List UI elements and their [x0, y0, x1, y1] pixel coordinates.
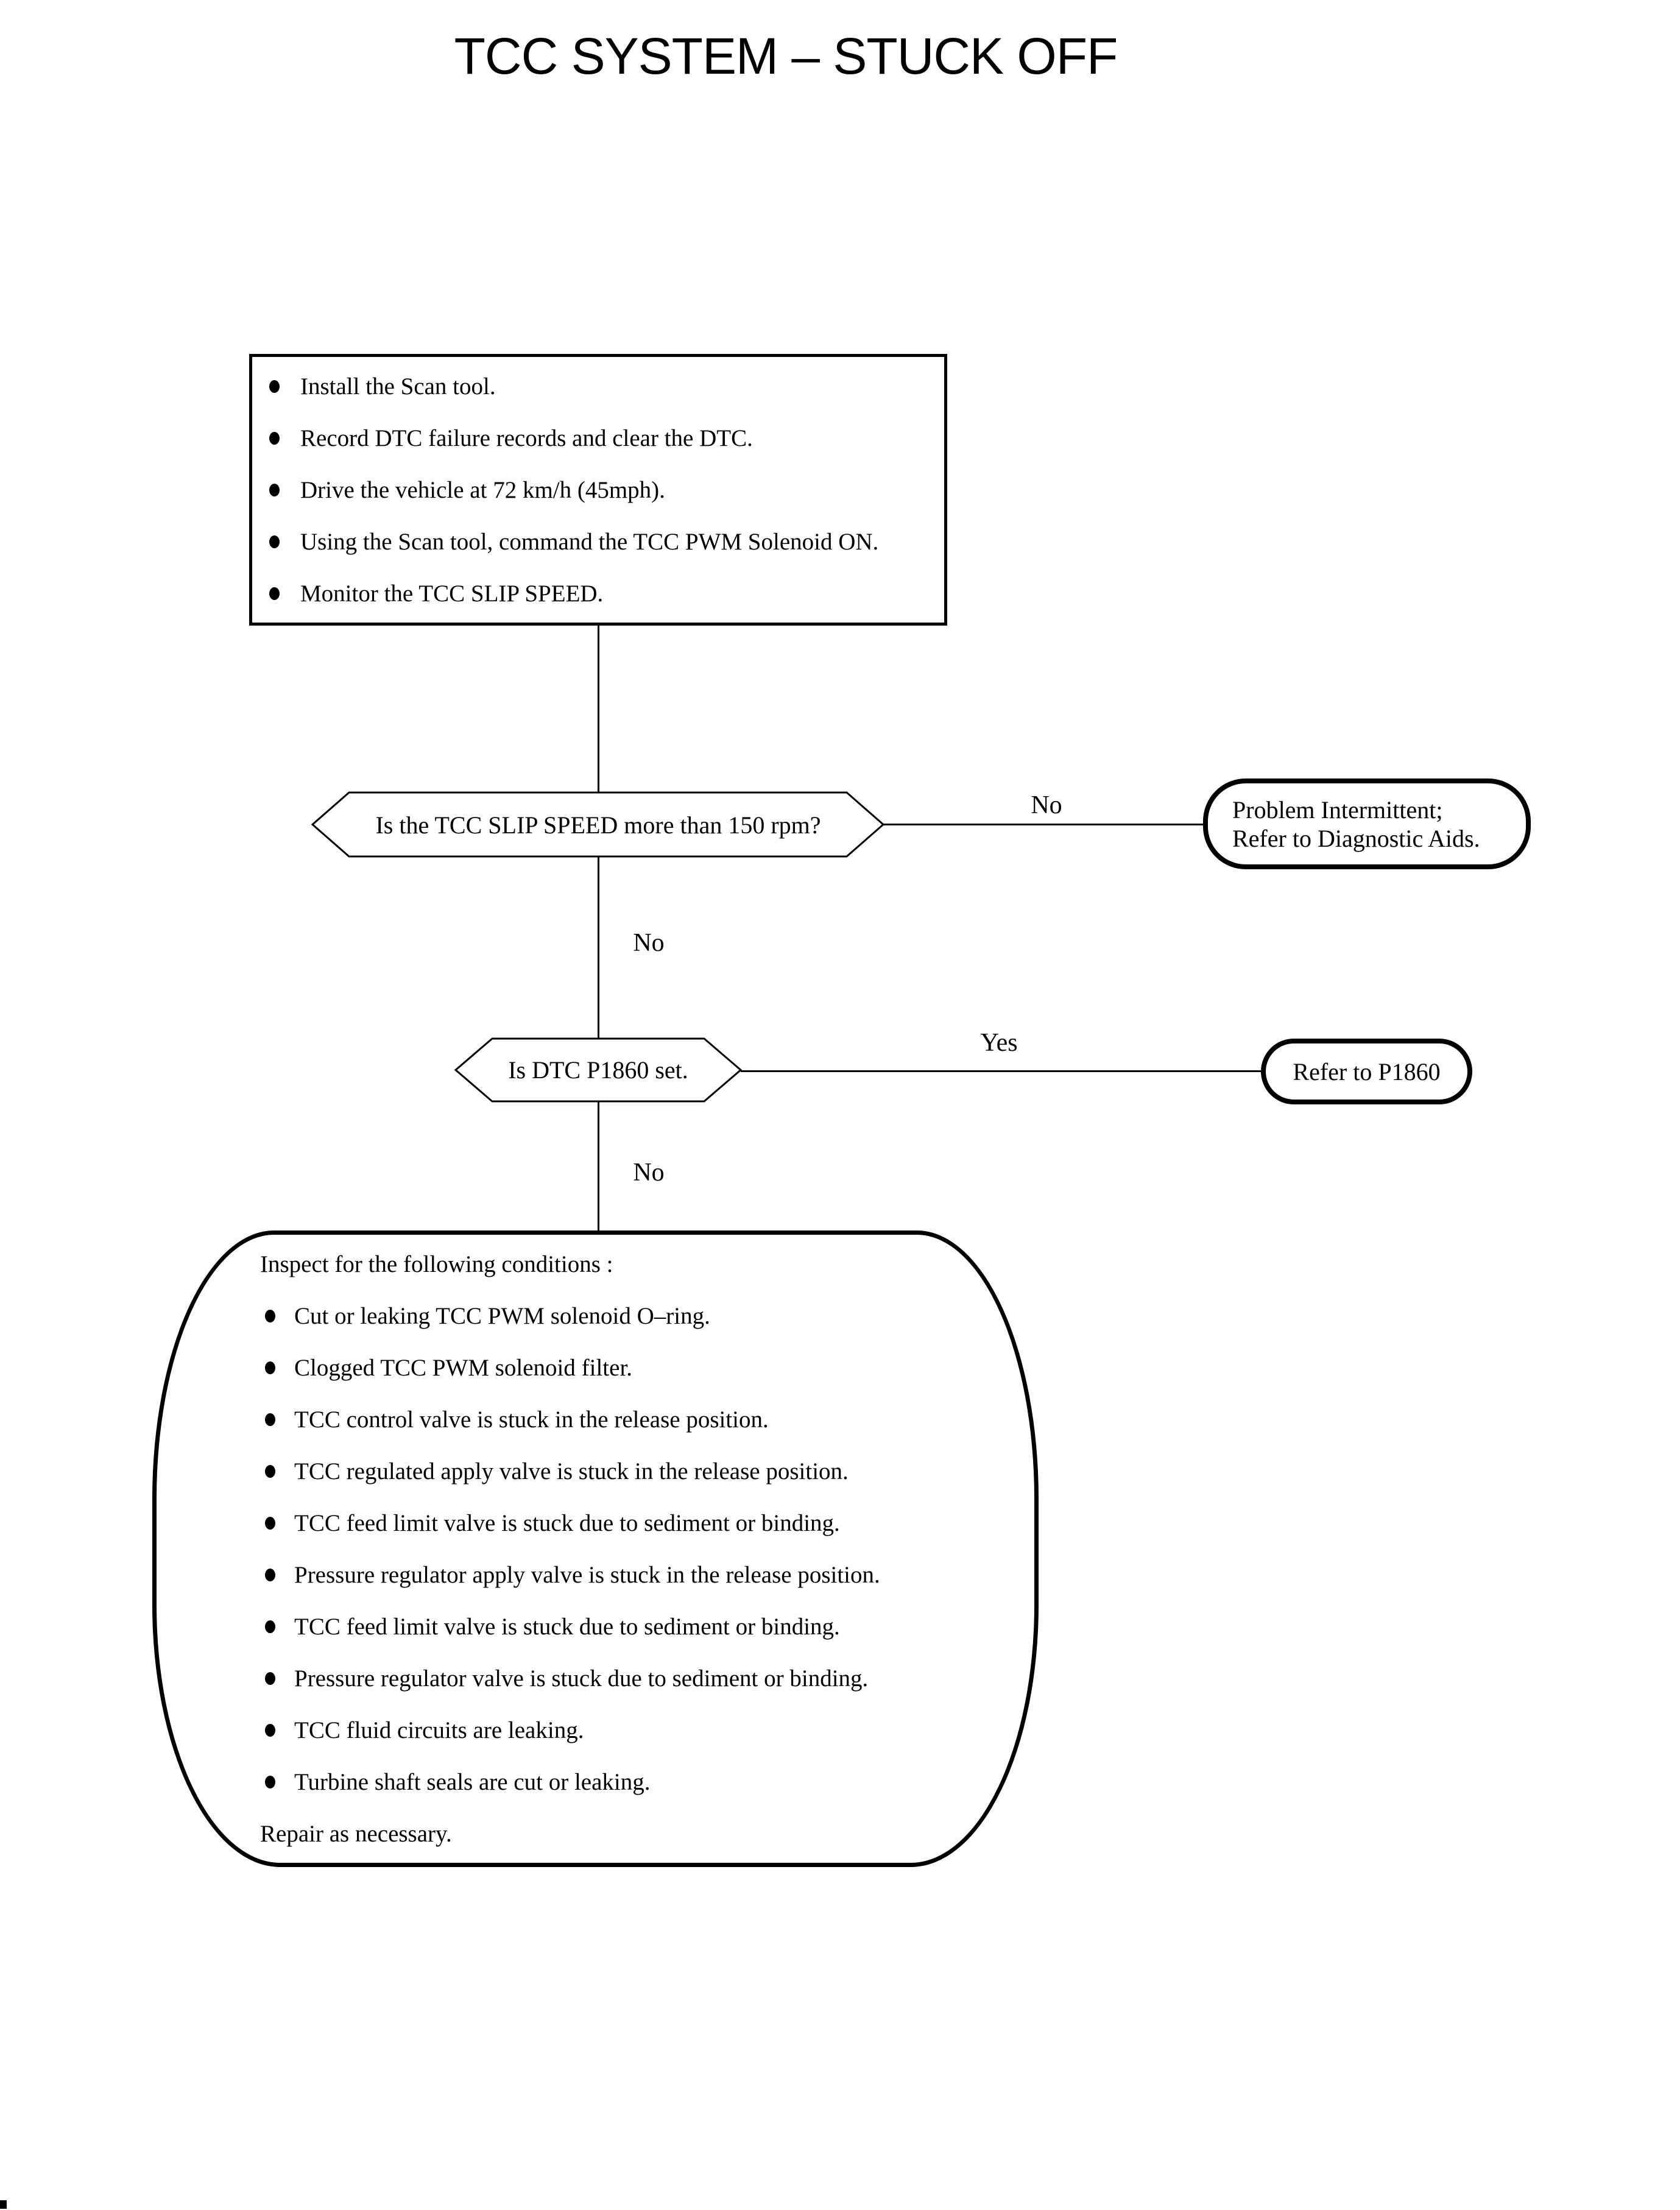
inspect-item-text: TCC fluid circuits are leaking. [294, 1717, 584, 1743]
bullet-icon [265, 1413, 275, 1426]
inspect-header: Inspect for the following conditions : [157, 1238, 1034, 1290]
decision2-down-no-label: No [633, 1159, 665, 1187]
bullet-icon [265, 1569, 275, 1581]
procedure-step: Record DTC failure records and clear the… [252, 412, 944, 464]
bullet-icon [265, 1465, 275, 1478]
inspect-header-text: Inspect for the following conditions : [260, 1251, 613, 1277]
inspect-item: TCC control valve is stuck in the releas… [157, 1394, 1034, 1446]
decision1-down-no-label: No [633, 929, 665, 957]
procedure-step: Monitor the TCC SLIP SPEED. [252, 568, 944, 620]
terminal-refer-to-p1860: Refer to P1860 [1261, 1039, 1472, 1104]
bullet-icon [265, 1517, 275, 1530]
procedure-step-text: Using the Scan tool, command the TCC PWM… [300, 529, 879, 555]
inspect-item-text: Cut or leaking TCC PWM solenoid O–ring. [294, 1303, 710, 1329]
inspect-footer-text: Repair as necessary. [260, 1821, 452, 1847]
terminal-refer-to-p1860-text: Refer to P1860 [1293, 1057, 1441, 1086]
decision2-question: Is DTC P1860 set. [508, 1056, 688, 1084]
connector-decision1-to-decision2 [598, 857, 599, 1039]
decision2-yes-label: Yes [980, 1029, 1018, 1057]
inspect-item: Pressure regulator apply valve is stuck … [157, 1549, 1034, 1601]
page-title: TCC SYSTEM – STUCK OFF [329, 30, 1243, 82]
procedure-step: Drive the vehicle at 72 km/h (45mph). [252, 464, 944, 516]
inspect-item: TCC feed limit valve is stuck due to sed… [157, 1497, 1034, 1549]
inspect-item-text: Clogged TCC PWM solenoid filter. [294, 1355, 633, 1381]
connector-decision2-yes-branch [741, 1070, 1261, 1072]
terminal-problem-intermittent: Problem Intermittent; Refer to Diagnosti… [1203, 778, 1531, 869]
bullet-icon [265, 1672, 275, 1685]
bullet-icon [269, 587, 280, 600]
terminal-problem-intermittent-line2: Refer to Diagnostic Aids. [1232, 824, 1480, 852]
decision2-hexagon-shape [454, 1037, 742, 1103]
procedure-step: Using the Scan tool, command the TCC PWM… [252, 516, 944, 568]
inspect-item: Clogged TCC PWM solenoid filter. [157, 1342, 1034, 1394]
procedure-step-text: Install the Scan tool. [300, 373, 496, 400]
procedure-box: Install the Scan tool. Record DTC failur… [249, 354, 947, 626]
inspect-item: Pressure regulator valve is stuck due to… [157, 1653, 1034, 1704]
bullet-icon [269, 380, 280, 393]
procedure-step-text: Drive the vehicle at 72 km/h (45mph). [300, 477, 665, 503]
procedure-step-text: Monitor the TCC SLIP SPEED. [300, 581, 604, 607]
inspect-item-text: Turbine shaft seals are cut or leaking. [294, 1769, 651, 1795]
bullet-icon [265, 1620, 275, 1633]
connector-procedure-to-decision1 [598, 626, 599, 793]
inspect-item: TCC feed limit valve is stuck due to sed… [157, 1601, 1034, 1653]
scan-artifact-mark [0, 2200, 7, 2209]
inspect-item-text: TCC feed limit valve is stuck due to sed… [294, 1510, 840, 1536]
inspect-item-text: TCC feed limit valve is stuck due to sed… [294, 1614, 840, 1640]
bullet-icon [265, 1361, 275, 1374]
inspect-footer: Repair as necessary. [157, 1808, 1034, 1860]
connector-decision2-to-inspect-box [598, 1102, 599, 1230]
inspect-box: Inspect for the following conditions : C… [152, 1230, 1039, 1867]
page-title-text: TCC SYSTEM – STUCK OFF [454, 27, 1118, 85]
terminal-problem-intermittent-line1: Problem Intermittent; [1232, 796, 1443, 824]
bullet-icon [269, 432, 280, 445]
bullet-icon [265, 1724, 275, 1737]
connector-decision1-no-branch [883, 824, 1203, 825]
bullet-icon [265, 1776, 275, 1788]
decision1-hexagon-shape [311, 791, 884, 858]
inspect-item-text: Pressure regulator apply valve is stuck … [294, 1562, 880, 1588]
bullet-icon [269, 484, 280, 496]
inspect-item-text: Pressure regulator valve is stuck due to… [294, 1665, 869, 1692]
bullet-icon [265, 1310, 275, 1322]
inspect-item: Turbine shaft seals are cut or leaking. [157, 1756, 1034, 1808]
inspect-item: TCC regulated apply valve is stuck in th… [157, 1446, 1034, 1497]
decision1-no-label: No [1031, 791, 1062, 819]
procedure-step-text: Record DTC failure records and clear the… [300, 425, 753, 451]
inspect-item: Cut or leaking TCC PWM solenoid O–ring. [157, 1290, 1034, 1342]
inspect-item: TCC fluid circuits are leaking. [157, 1704, 1034, 1756]
bullet-icon [269, 535, 280, 548]
inspect-item-text: TCC control valve is stuck in the releas… [294, 1407, 769, 1433]
inspect-item-text: TCC regulated apply valve is stuck in th… [294, 1458, 849, 1485]
procedure-step: Install the Scan tool. [252, 361, 944, 412]
decision1-question: Is the TCC SLIP SPEED more than 150 rpm? [375, 811, 821, 839]
